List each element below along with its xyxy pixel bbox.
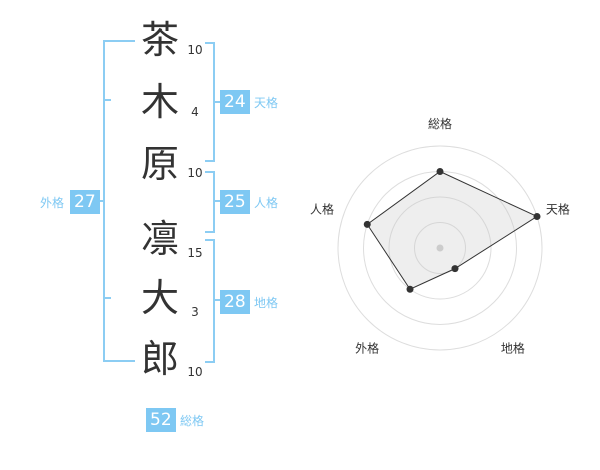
radar-axis-label: 人格 — [310, 202, 334, 217]
stroke-count-2: 4 — [191, 105, 199, 119]
jinkaku-label: 人格 — [254, 196, 279, 210]
radar-center-dot — [436, 244, 444, 252]
name-char-4: 凛 — [140, 217, 179, 261]
gaikaku-label: 外格 — [40, 196, 65, 210]
tenkaku-value-badge: 24 — [220, 90, 250, 114]
stroke-count-6: 10 — [187, 365, 203, 379]
radar-point-4 — [406, 285, 414, 293]
radar-point-5 — [363, 220, 371, 228]
radar-ring — [388, 196, 492, 300]
chikaku-label: 地格 — [254, 296, 279, 310]
name-char-6: 郎 — [140, 337, 179, 381]
chikaku-value-badge: 28 — [220, 290, 250, 314]
radar-data-polygon — [366, 170, 539, 290]
name-char-5: 大 — [140, 276, 179, 320]
gaikaku-value-badge: 27 — [70, 190, 100, 214]
soukaku-label: 総格 — [180, 414, 205, 428]
name-char-2: 木 — [140, 80, 179, 124]
jinkaku-bracket — [205, 171, 215, 233]
radar-point-3 — [451, 265, 459, 273]
name-char-1: 茶 — [140, 18, 179, 62]
radar-axis-label: 天格 — [546, 202, 570, 217]
tenkaku-label: 天格 — [254, 96, 279, 110]
stroke-count-3: 10 — [187, 166, 203, 180]
stroke-count-1: 10 — [187, 43, 203, 57]
chikaku-tick — [213, 299, 221, 301]
name-char-3: 原 — [140, 142, 179, 186]
gaikaku-tick-mid — [97, 200, 105, 202]
stroke-count-5: 3 — [191, 305, 199, 319]
radar-ring — [414, 222, 466, 274]
jinkaku-tick — [213, 200, 221, 202]
radar-point-1 — [436, 168, 444, 175]
gaikaku-bracket — [103, 40, 135, 362]
tenkaku-tick — [213, 101, 221, 103]
radar-axis-label: 外格 — [355, 340, 379, 355]
gaikaku-tick-top — [103, 99, 111, 101]
radar-point-2 — [533, 212, 541, 220]
stroke-count-4: 15 — [187, 246, 203, 260]
chikaku-bracket — [205, 239, 215, 363]
jinkaku-value-badge: 25 — [220, 190, 250, 214]
soukaku-value-badge: 52 — [146, 408, 176, 432]
gaikaku-tick-bottom — [103, 297, 111, 299]
radar-axis-label: 地格 — [501, 340, 525, 355]
radar-axis-label: 総格 — [428, 116, 452, 131]
